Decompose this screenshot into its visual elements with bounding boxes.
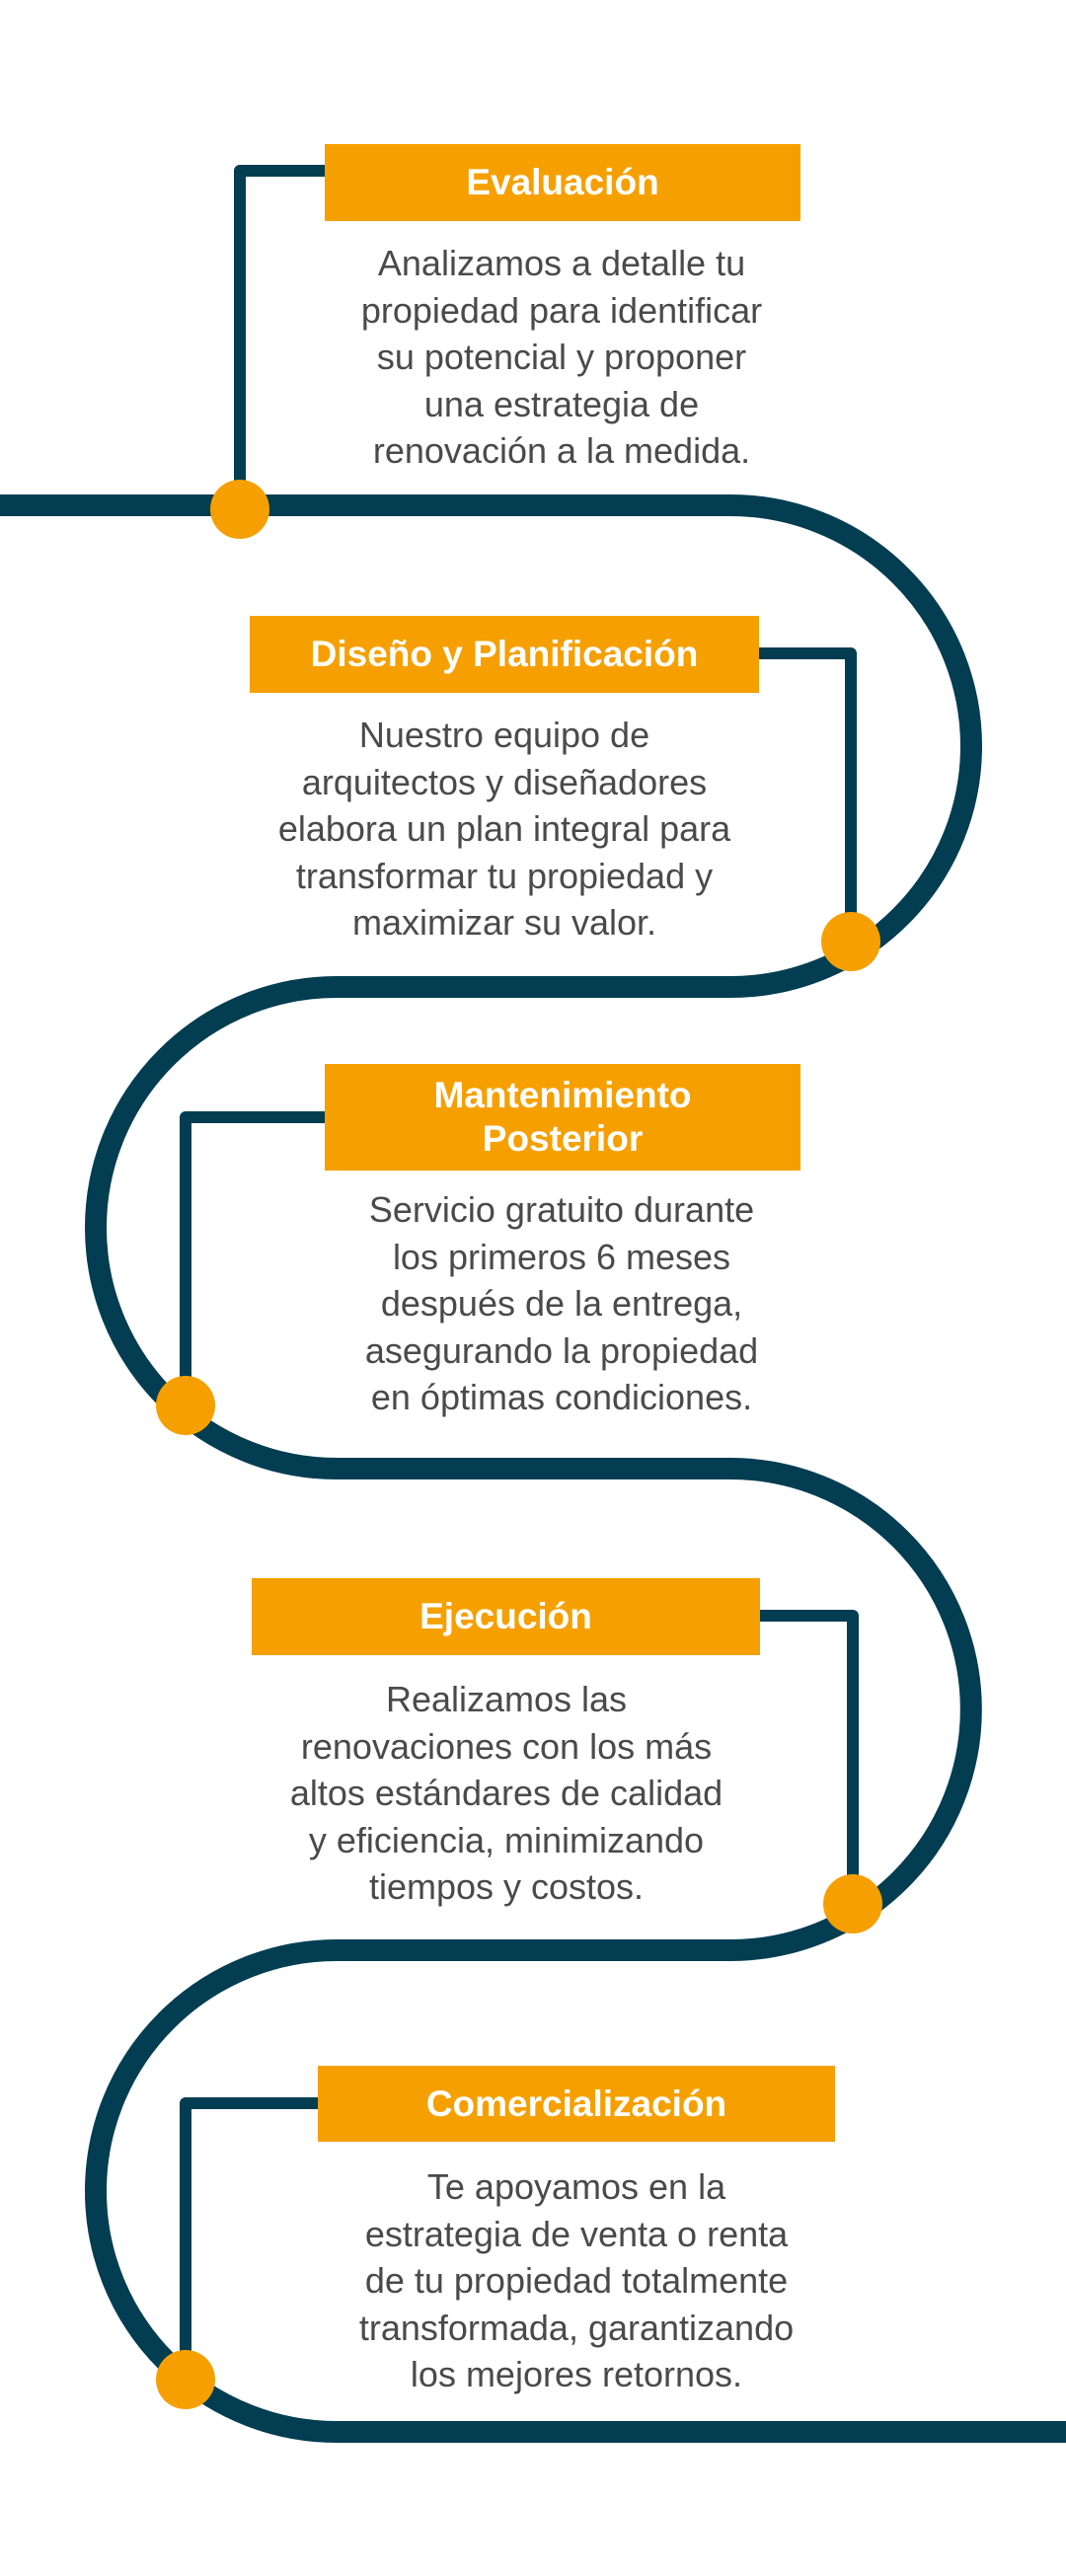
desc-line: después de la entrega, — [380, 1283, 743, 1324]
desc-line: elabora un plan integral para — [277, 808, 731, 849]
step-dot-3 — [156, 1376, 215, 1435]
step-title-diseno: Diseño y Planificación — [250, 616, 759, 693]
desc-line: transformar tu propiedad y — [295, 855, 714, 896]
connector-1 — [234, 165, 326, 505]
desc-line: arquitectos y diseñadores — [301, 761, 708, 802]
step-dot-1 — [210, 480, 269, 539]
connector-5 — [180, 2097, 318, 2380]
step-description-diseno: Nuestro equipo de arquitectos y diseñado… — [208, 712, 800, 947]
timeline-path — [0, 494, 1066, 2443]
step-dot-2 — [821, 912, 880, 971]
title-line: Posterior — [482, 1118, 644, 1159]
desc-line: propiedad para identificar — [360, 289, 763, 331]
connector-2 — [758, 647, 857, 942]
connector-4 — [760, 1610, 859, 1904]
step-dot-5 — [156, 2350, 215, 2409]
step-description-comercializacion: Te apoyamos en la estrategia de venta o … — [280, 2163, 873, 2398]
desc-line: estrategia de venta o renta — [364, 2213, 789, 2254]
title-line: Mantenimiento — [433, 1075, 692, 1115]
desc-line: maximizar su valor. — [351, 902, 657, 943]
step-description-ejecucion: Realizamos las renovaciones con los más … — [210, 1676, 802, 1911]
desc-line: los primeros 6 meses — [392, 1236, 731, 1277]
step-dot-4 — [823, 1874, 882, 1933]
desc-line: en óptimas condiciones. — [370, 1377, 753, 1417]
desc-line: su potencial y proponer — [376, 337, 747, 377]
step-title-evaluacion: Evaluación — [325, 144, 800, 221]
connector-3 — [180, 1111, 326, 1405]
desc-line: renovaciones con los más — [300, 1725, 713, 1767]
step-description-mantenimiento: Servicio gratuito durante los primeros 6… — [266, 1186, 858, 1421]
desc-line: asegurando la propiedad — [364, 1329, 759, 1371]
desc-line: tiempos y costos. — [368, 1866, 645, 1907]
desc-line: y eficiencia, minimizando — [308, 1819, 705, 1860]
desc-line: Realizamos las — [385, 1679, 628, 1719]
desc-line: transformada, garantizando — [358, 2307, 795, 2348]
desc-line: una estrategia de — [423, 383, 700, 424]
desc-line: los mejores retornos. — [410, 2354, 743, 2394]
desc-line: Servicio gratuito durante — [368, 1189, 755, 1230]
desc-line: altos estándares de calidad — [289, 1773, 723, 1813]
step-description-evaluacion: Analizamos a detalle tu propiedad para i… — [266, 240, 858, 475]
desc-line: de tu propiedad totalmente — [364, 2260, 789, 2301]
step-title-comercializacion: Comercialización — [318, 2066, 835, 2142]
desc-line: Nuestro equipo de — [358, 715, 650, 755]
desc-line: Analizamos a detalle tu — [377, 243, 746, 283]
desc-line: Te apoyamos en la — [426, 2166, 726, 2207]
desc-line: renovación a la medida. — [372, 430, 751, 471]
step-title-ejecucion: Ejecución — [252, 1578, 760, 1655]
step-title-mantenimiento: Mantenimiento Posterior — [325, 1064, 800, 1171]
